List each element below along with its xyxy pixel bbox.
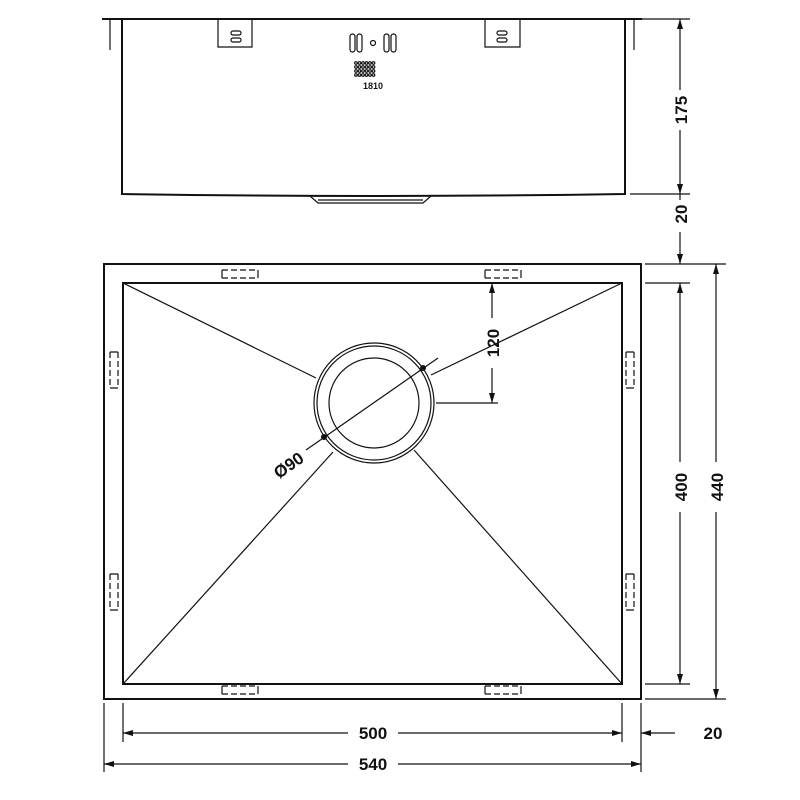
clip bbox=[109, 573, 119, 611]
dim-flange-side: 20 bbox=[704, 724, 723, 743]
side-view: 1810 175 20 bbox=[102, 18, 691, 264]
dim-overall-width: 540 bbox=[359, 755, 387, 774]
logo-dot bbox=[371, 69, 376, 73]
dim-drain-diameter: Ø90 bbox=[270, 448, 307, 482]
mounting-tab-left bbox=[217, 20, 253, 48]
logo-dot bbox=[361, 69, 365, 73]
clip bbox=[484, 685, 522, 695]
logo-dot bbox=[354, 73, 358, 77]
dim-depth: 175 bbox=[672, 96, 691, 124]
bowl-inner-edge bbox=[122, 282, 623, 685]
logo-dot bbox=[371, 61, 376, 65]
dim-drain-offset: 120 bbox=[484, 329, 503, 357]
clip bbox=[109, 351, 119, 389]
logo-text: 1810 bbox=[363, 81, 383, 91]
logo-dot bbox=[354, 69, 358, 73]
logo-dot bbox=[368, 61, 372, 65]
dim-flange-top: 20 bbox=[672, 205, 691, 224]
mounting-clips bbox=[109, 269, 635, 695]
drain bbox=[313, 342, 435, 464]
drain-outlet bbox=[309, 195, 432, 204]
slope-line bbox=[122, 451, 334, 685]
clip bbox=[221, 269, 259, 279]
logo-dot bbox=[357, 73, 362, 77]
slope-line bbox=[430, 282, 623, 376]
logo-dot bbox=[354, 61, 358, 65]
clip bbox=[625, 573, 635, 611]
logo-dot bbox=[354, 65, 358, 69]
logo-dot bbox=[368, 65, 372, 69]
dim-bowl-width: 500 bbox=[359, 724, 387, 743]
slope-line bbox=[122, 282, 317, 379]
logo-dot bbox=[357, 61, 362, 65]
sink-outer-edge bbox=[103, 263, 642, 700]
mounting-tab-right bbox=[484, 20, 521, 48]
logo-dot bbox=[361, 73, 365, 77]
logo-dot bbox=[371, 73, 376, 77]
slope-line bbox=[413, 449, 623, 685]
clip bbox=[484, 269, 522, 279]
overflow-logo: 1810 bbox=[349, 33, 397, 91]
logo-dot bbox=[357, 69, 362, 73]
logo-dot bbox=[361, 61, 365, 65]
logo-dot bbox=[361, 65, 365, 69]
logo-dot bbox=[364, 61, 369, 65]
dim-bowl-length: 400 bbox=[672, 473, 691, 501]
logo-dot bbox=[357, 65, 362, 69]
clip bbox=[221, 685, 259, 695]
logo-dot bbox=[364, 69, 369, 73]
dim-overall-length: 440 bbox=[708, 473, 727, 501]
logo-dot bbox=[368, 73, 372, 77]
logo-dot bbox=[364, 73, 369, 77]
plan-view: Ø90 120 400 440 500 540 20 bbox=[103, 263, 727, 774]
clip bbox=[625, 351, 635, 389]
logo-dot bbox=[368, 69, 372, 73]
logo-dot bbox=[364, 65, 369, 69]
bowl-profile bbox=[121, 19, 626, 197]
logo-dot bbox=[371, 65, 376, 69]
